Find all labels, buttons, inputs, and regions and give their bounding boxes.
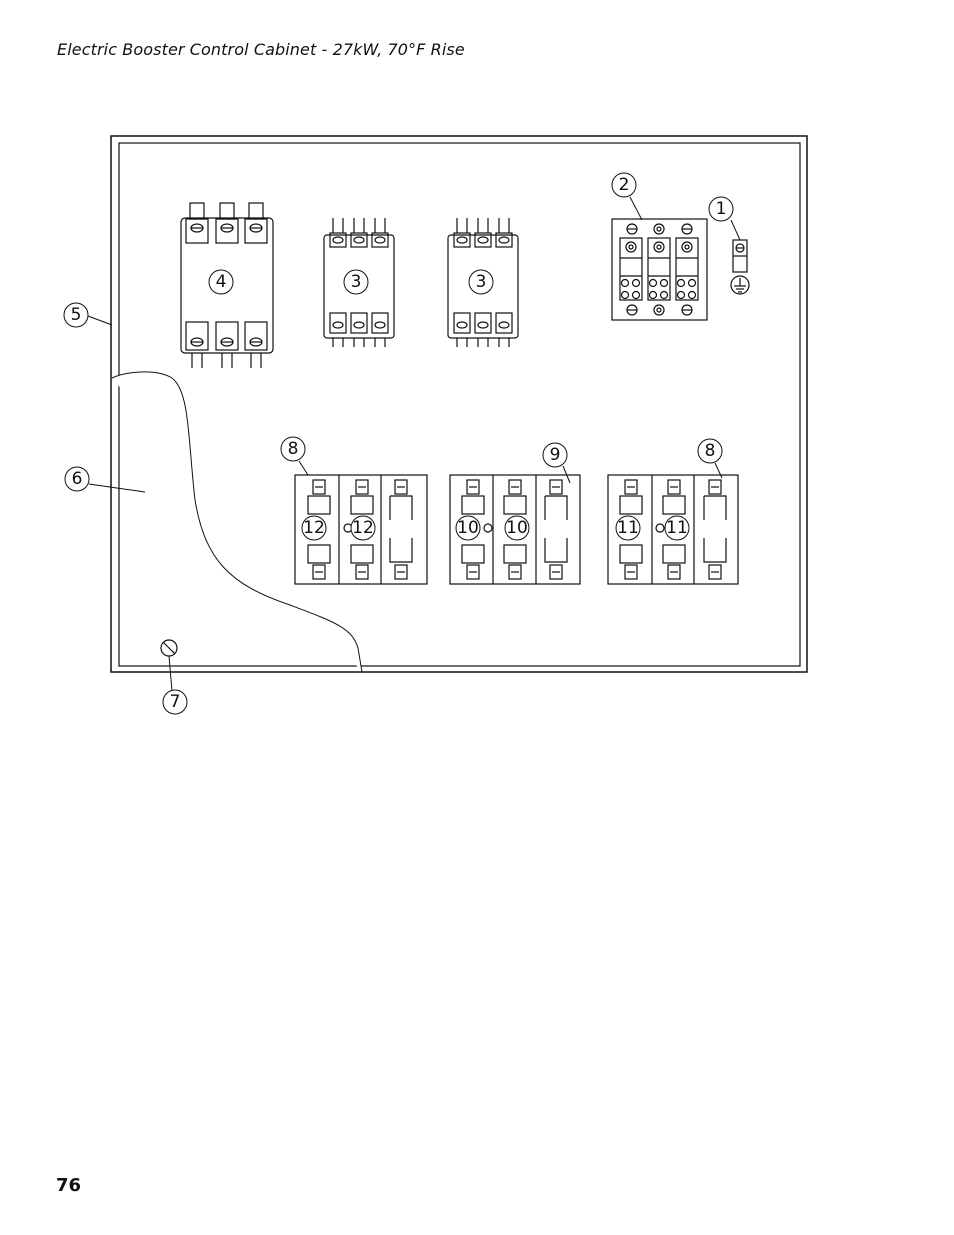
top-terminals (185, 202, 268, 244)
callout-4-label: 4 (216, 272, 227, 292)
callout-8a: 8 (280, 436, 306, 462)
page-title: Electric Booster Control Cabinet - 27kW,… (57, 40, 465, 59)
callout-2-label: 2 (619, 175, 630, 195)
leader-lines (87, 196, 741, 692)
callout-8b: 8 (697, 438, 723, 464)
callout-6: 6 (64, 466, 90, 492)
callout-2: 2 (611, 172, 637, 198)
callout-1-label: 1 (716, 199, 727, 219)
callout-1: 1 (708, 196, 734, 222)
callout-5-label: 5 (71, 305, 82, 325)
ground-lug (730, 239, 750, 295)
callout-11a: 11 (615, 515, 641, 541)
callout-3b: 3 (468, 269, 494, 295)
callout-7: 7 (162, 689, 188, 715)
callout-12b: 12 (350, 515, 376, 541)
callout-12a: 12 (301, 515, 327, 541)
callout-12b-label: 12 (352, 518, 374, 538)
callout-4: 4 (208, 269, 234, 295)
callout-8b-label: 8 (705, 441, 716, 461)
cabinet-panel (110, 135, 808, 673)
callout-7-label: 7 (170, 692, 181, 712)
callout-9-label: 9 (550, 445, 561, 465)
callout-11b-label: 11 (666, 518, 688, 538)
cabinet-door (111, 371, 363, 673)
callout-9: 9 (542, 442, 568, 468)
page-number: 76 (56, 1175, 82, 1196)
callout-10b-label: 10 (506, 518, 528, 538)
callout-10a: 10 (455, 515, 481, 541)
callout-11a-label: 11 (617, 518, 639, 538)
callout-11b: 11 (664, 515, 690, 541)
callouts: 1 2 3 3 4 5 6 7 8 8 9 10 10 11 11 12 12 (63, 172, 734, 715)
bottom-terminals (185, 321, 268, 368)
callout-8a-label: 8 (288, 439, 299, 459)
callout-10b: 10 (504, 515, 530, 541)
callout-12a-label: 12 (303, 518, 325, 538)
callout-3a: 3 (343, 269, 369, 295)
callout-3a-label: 3 (351, 272, 362, 292)
callout-10a-label: 10 (457, 518, 479, 538)
power-terminal-block (611, 218, 708, 321)
callout-6-label: 6 (72, 469, 83, 489)
callout-3b-label: 3 (476, 272, 487, 292)
callout-5: 5 (63, 302, 89, 328)
door-screw (160, 639, 178, 657)
